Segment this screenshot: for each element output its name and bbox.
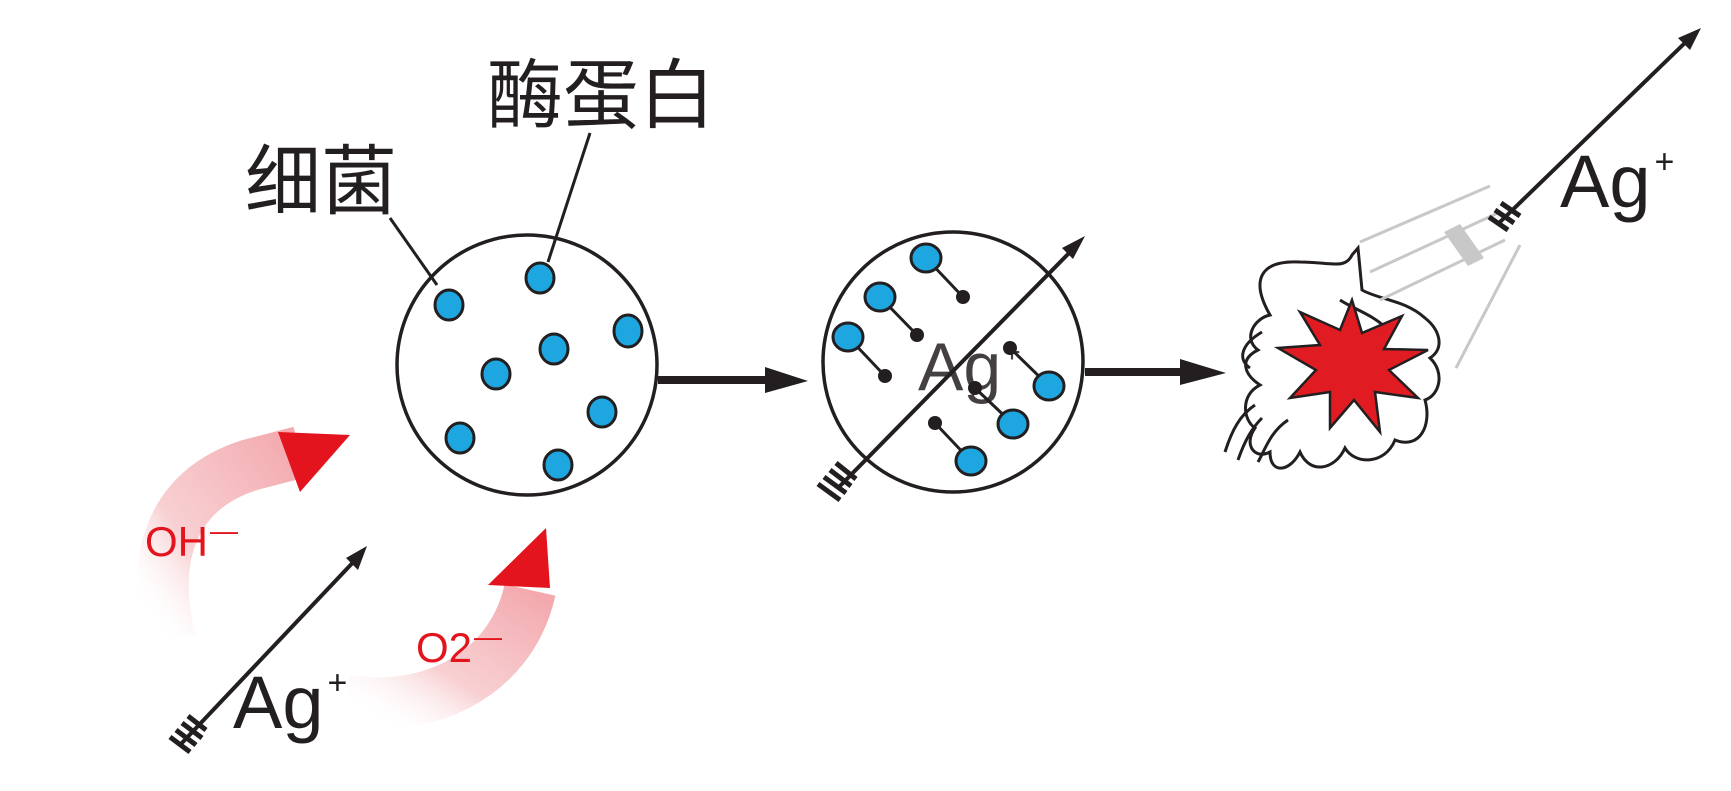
incoming-silver-ion-label: Ag+ xyxy=(233,661,347,744)
enzyme-dot xyxy=(538,332,570,366)
bacterium-inner-fold xyxy=(1256,418,1289,463)
exiting-arrow-fletching xyxy=(1487,200,1522,233)
piercing-silver-ion-arrow xyxy=(816,236,1085,503)
enzyme-dot xyxy=(542,448,574,482)
trail-block xyxy=(1444,224,1484,266)
escape-trails xyxy=(1359,184,1522,369)
superoxide-curved-arrow xyxy=(339,528,556,730)
bacteria-label: 细菌 xyxy=(245,137,397,226)
bacteria-leader-line xyxy=(388,217,439,286)
hydroxide-curved-arrow xyxy=(136,426,350,647)
enzyme-dot xyxy=(586,395,618,429)
enzyme-pair xyxy=(968,381,1030,440)
enzyme-dot xyxy=(444,421,476,455)
exit-silver-ion-label: Ag+ xyxy=(1560,140,1674,223)
enzyme-protein-label: 酶蛋白 xyxy=(487,51,715,140)
piercing-arrow-fletching xyxy=(816,461,858,503)
enzyme-pair xyxy=(1003,341,1066,402)
incoming-arrow-fletching xyxy=(168,714,208,754)
enzyme-dot xyxy=(433,288,465,322)
enzyme-dot xyxy=(612,313,644,349)
enzyme-dot xyxy=(524,261,556,295)
bacterium-inner-fold xyxy=(1241,330,1263,370)
enzyme-pair xyxy=(831,321,892,383)
superoxide-arrowhead xyxy=(488,528,550,588)
superoxide-label: O2— xyxy=(416,621,502,671)
exiting-silver-ion-arrow xyxy=(1487,28,1701,233)
enzyme-leader-line xyxy=(546,132,592,263)
hydroxide-arrowhead xyxy=(278,432,350,492)
enzyme-pair xyxy=(928,416,988,477)
incoming-arrow-tip xyxy=(346,546,367,570)
rupture-burst xyxy=(1273,296,1429,437)
hydroxide-label: OH— xyxy=(145,515,238,565)
bound-enzyme-pairs xyxy=(831,242,1066,477)
bacterium-outline xyxy=(1244,244,1441,470)
enzyme-dot xyxy=(480,357,512,391)
enzyme-pair xyxy=(863,281,924,342)
process-arrow-1 xyxy=(658,367,808,393)
debris-line xyxy=(1223,403,1256,453)
debris-line xyxy=(1236,416,1264,461)
process-arrow-2 xyxy=(1085,359,1226,385)
incoming-silver-ion-arrow xyxy=(168,546,367,754)
enzyme-protein-dots xyxy=(433,261,644,482)
enzyme-pair xyxy=(909,242,970,304)
